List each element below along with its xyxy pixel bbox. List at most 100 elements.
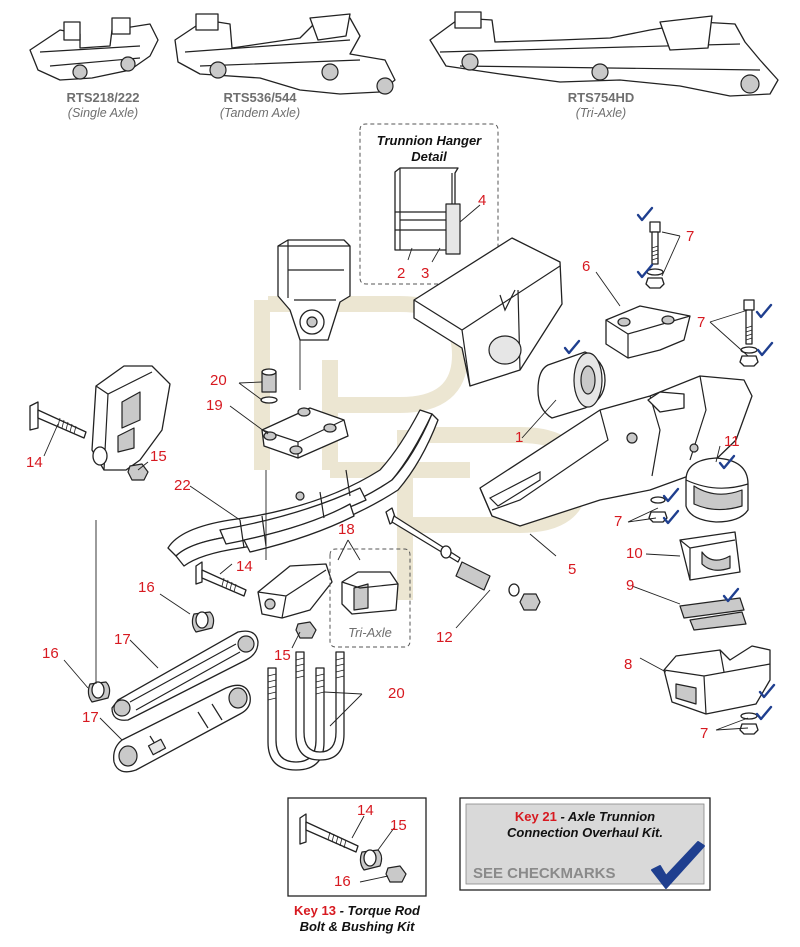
model-code-single: RTS218/222: [67, 90, 140, 105]
tandem-axle-thumbnail: [174, 13, 396, 95]
kit13-line2: Bolt & Bushing Kit: [300, 919, 415, 934]
axle-cap: [605, 305, 691, 359]
shim-pads: [679, 597, 747, 631]
callout-1: 1: [515, 429, 523, 446]
model-code-tandem: RTS536/544: [224, 90, 298, 105]
u-bolts: [267, 651, 345, 771]
spring-hanger: [277, 239, 351, 341]
cross-bolt: [385, 507, 541, 611]
checkmark-icon: [636, 263, 654, 279]
axle-bushing-half: [685, 457, 749, 523]
tri-axle-thumbnail: [429, 11, 779, 97]
callout-3: 3: [421, 265, 429, 282]
checkmark-icon: [718, 454, 736, 470]
leaf-spring: [167, 409, 439, 567]
callout-17-lower: 17: [82, 709, 99, 726]
callout-15-middle: 15: [274, 647, 291, 664]
checkmark-icon: [563, 339, 581, 355]
callout-14-left: 14: [26, 454, 43, 471]
nut-washer-10: [648, 496, 668, 523]
kit21-line1: Axle Trunnion: [567, 809, 655, 824]
model-code-tri: RTS754HD: [568, 90, 634, 105]
callout-7-top: 7: [686, 228, 694, 245]
model-desc-tandem: (Tandem Axle): [220, 106, 300, 120]
nut-15-left: [127, 463, 149, 481]
kit13-key: Key 13: [294, 903, 336, 918]
kit13-callout-16: 16: [334, 873, 351, 890]
trunnion-hanger: [413, 237, 563, 387]
checkmark-icon: [662, 509, 680, 525]
kit21-key: Key 21: [515, 809, 557, 824]
kit21-see-checkmarks: SEE CHECKMARKS: [473, 865, 616, 882]
callout-7-right: 7: [697, 314, 705, 331]
kit13-callout-15: 15: [390, 817, 407, 834]
trunnion-hanger-detail-inset: Trunnion Hanger Detail: [359, 123, 499, 285]
tri-axle-label: Tri-Axle: [348, 625, 392, 640]
seat-nut-washer: [739, 712, 759, 735]
callout-16-upper: 16: [138, 579, 155, 596]
checkmark-icon: [722, 587, 740, 603]
callout-9: 9: [626, 577, 634, 594]
kit21-dash: -: [557, 809, 568, 824]
callout-15-left: 15: [150, 448, 167, 465]
trunnion-bushing: [537, 351, 606, 419]
lower-spring-seat: [663, 645, 771, 715]
model-desc-tri: (Tri-Axle): [576, 106, 626, 120]
callout-7-bottom: 7: [700, 725, 708, 742]
callout-2: 2: [397, 265, 405, 282]
spring-seat-plate: [261, 407, 349, 459]
callout-7-middle: 7: [614, 513, 622, 530]
callout-20-lower: 20: [388, 685, 405, 702]
callout-19: 19: [206, 397, 223, 414]
checkmark-icon: [756, 341, 774, 357]
callout-8: 8: [624, 656, 632, 673]
callout-10: 10: [626, 545, 643, 562]
spacer-sleeve: [260, 368, 278, 404]
kit-13-box: 14 15 16: [287, 797, 427, 897]
single-axle-thumbnail: [29, 17, 159, 81]
callout-6: 6: [582, 258, 590, 275]
trunnion-beam: [479, 375, 753, 527]
cap-bolt-top: [645, 221, 665, 289]
rod-bushing-upper: [191, 611, 215, 633]
checkmark-icon: [758, 683, 776, 699]
nut-15-middle: [295, 621, 317, 639]
kit21-line2: Connection Overhaul Kit.: [507, 825, 663, 840]
callout-18: 18: [338, 521, 355, 538]
model-desc-single: (Single Axle): [68, 106, 138, 120]
kit13-callout-14: 14: [357, 802, 374, 819]
torque-rod-fixed: [111, 630, 259, 721]
checkmark-icon: [755, 705, 773, 721]
callout-22: 22: [174, 477, 191, 494]
kit13-dash: -: [336, 903, 348, 918]
tri-axle-inset: Tri-Axle: [329, 548, 411, 648]
lower-bushing: [679, 531, 741, 581]
callout-11: 11: [724, 433, 740, 450]
torque-rod-bracket: [91, 365, 171, 471]
callout-16-lower: 16: [42, 645, 59, 662]
rod-bushing-lower: [87, 681, 111, 703]
torque-rod-bolt-middle: [195, 561, 247, 597]
lower-spring-bracket: [257, 563, 333, 619]
callout-4: 4: [478, 192, 486, 209]
torque-rod-adjustable: [113, 684, 251, 773]
callout-20-upper: 20: [210, 372, 227, 389]
callout-5: 5: [568, 561, 576, 578]
callout-17-upper: 17: [114, 631, 131, 648]
detail-title-line2: Detail: [411, 149, 447, 164]
kit13-title: Key 13 - Torque Rod: [294, 903, 421, 918]
detail-title-line1: Trunnion Hanger: [377, 133, 482, 148]
leader-lines: [43, 231, 749, 741]
checkmark-icon: [636, 206, 654, 222]
checkmark-icon: [662, 487, 680, 503]
callout-14-middle: 14: [236, 558, 253, 575]
kit21-title: Key 21 - Axle Trunnion: [515, 809, 655, 824]
kit-21-box: Key 21 - Axle Trunnion Connection Overha…: [459, 797, 711, 891]
torque-rod-bolt-left: [29, 401, 87, 439]
cap-bolt-right: [739, 299, 759, 367]
large-checkmark-icon: [651, 841, 705, 889]
checkmark-icon: [755, 303, 773, 319]
callout-12: 12: [436, 629, 453, 646]
kit13-line1: Torque Rod: [348, 903, 422, 918]
